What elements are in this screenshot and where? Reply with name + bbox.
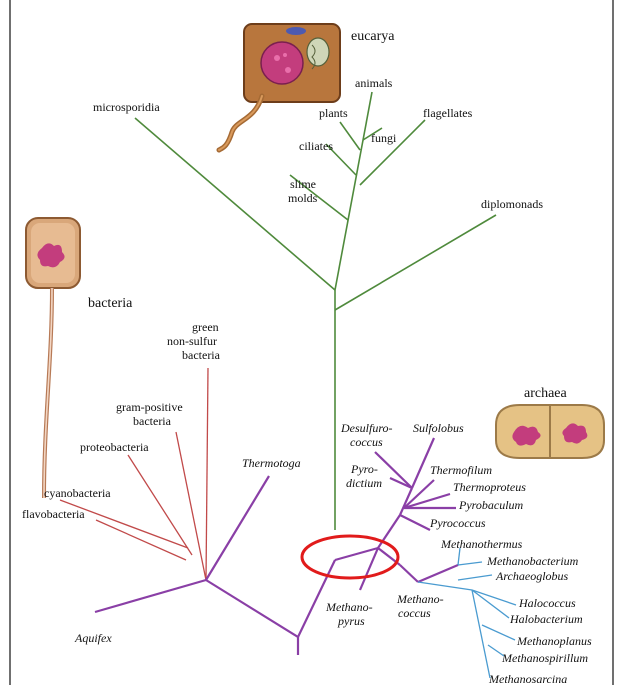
- label-gram-positive-1: gram-positive: [116, 400, 183, 414]
- label-animals: animals: [355, 76, 393, 90]
- label-fungi: fungi: [371, 131, 397, 145]
- bacteria-label: bacteria: [88, 296, 133, 311]
- label-methanothermus: Methanothermus: [440, 537, 523, 551]
- label-slime-molds-2: molds: [288, 191, 318, 205]
- label-pyrodictium-2: dictium: [346, 476, 382, 490]
- bacterium-cell-icon: [26, 218, 80, 498]
- label-archaeoglobus: Archaeoglobus: [495, 569, 569, 583]
- label-halobacterium: Halobacterium: [509, 612, 583, 626]
- label-ciliates: ciliates: [299, 139, 333, 153]
- label-microsporidia: microsporidia: [93, 100, 160, 114]
- label-pyrobaculum: Pyrobaculum: [458, 498, 524, 512]
- label-halococcus: Halococcus: [518, 596, 576, 610]
- archaea-branches: [95, 438, 458, 655]
- label-cyanobacteria: cyanobacteria: [44, 486, 111, 500]
- eucarya-label: eucarya: [351, 29, 395, 44]
- eukaryote-cell-icon: [219, 24, 340, 150]
- label-methanococcus-2: coccus: [398, 606, 431, 620]
- label-green-2: non-sulfur: [167, 334, 217, 348]
- label-thermofilum: Thermofilum: [430, 463, 492, 477]
- label-desulfurococcus-2: coccus: [350, 435, 383, 449]
- label-methanoplanus: Methanoplanus: [516, 634, 592, 648]
- label-slime-molds-1: slime: [290, 177, 316, 191]
- label-green-1: green: [192, 320, 219, 334]
- label-thermotoga: Thermotoga: [242, 456, 301, 470]
- label-flagellates: flagellates: [423, 106, 473, 120]
- label-pyrodictium-1: Pyro-: [350, 462, 378, 476]
- label-methanopyrus-2: pyrus: [337, 614, 365, 628]
- archaeon-cell-icon: [496, 405, 604, 458]
- label-methanopyrus-1: Methano-: [325, 600, 373, 614]
- archaea-label: archaea: [524, 386, 568, 401]
- label-diplomonads: diplomonads: [481, 197, 543, 211]
- label-sulfolobus: Sulfolobus: [413, 421, 464, 435]
- label-green-3: bacteria: [182, 348, 221, 362]
- label-methanobacterium: Methanobacterium: [486, 554, 579, 568]
- label-desulfurococcus-1: Desulfuro-: [340, 421, 393, 435]
- highlight-ellipse: [302, 536, 398, 578]
- label-plants: plants: [319, 106, 348, 120]
- label-methanococcus-1: Methano-: [396, 592, 444, 606]
- label-flavobacteria: flavobacteria: [22, 507, 85, 521]
- label-gram-positive-2: bacteria: [133, 414, 172, 428]
- label-thermoproteus: Thermoproteus: [453, 480, 526, 494]
- label-methanosarcina: Methanosarcina: [488, 672, 567, 685]
- label-aquifex: Aquifex: [74, 631, 112, 645]
- label-methanospirillum: Methanospirillum: [501, 651, 588, 665]
- label-pyrococcus: Pyrococcus: [429, 516, 486, 530]
- label-proteobacteria: proteobacteria: [80, 440, 149, 454]
